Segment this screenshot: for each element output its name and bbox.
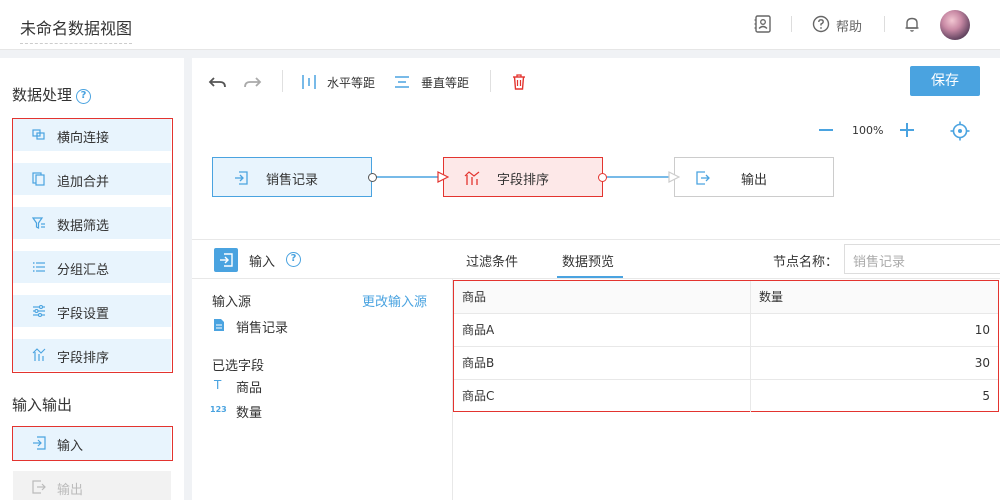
app-header: 未命名数据视图 帮助 <box>0 0 1000 50</box>
canvas-divider <box>192 239 1000 240</box>
input-icon <box>235 171 248 185</box>
sidebar-item-data-filter[interactable]: 数据筛选 <box>13 207 171 239</box>
source-name: 销售记录 <box>236 321 289 336</box>
contact-card-icon[interactable] <box>753 14 773 34</box>
change-source-link[interactable]: 更改输入源 <box>362 295 428 310</box>
flow-node-sales-records[interactable]: 销售记录 <box>212 157 372 197</box>
locate-icon[interactable] <box>950 121 970 141</box>
node-output-port[interactable] <box>368 173 377 182</box>
editor-main: 水平等距 垂直等距 保存 100% 销售记录 <box>192 58 1000 500</box>
flow-node-field-sort[interactable]: 字段排序 <box>443 157 603 197</box>
table-cell: 商品A <box>454 314 751 346</box>
panel-divider <box>192 278 1000 279</box>
sidebar-item-field-sort[interactable]: 字段排序 <box>13 339 171 371</box>
io-section-title: 输入输出 <box>12 396 73 414</box>
number-type-icon: 123 <box>210 405 227 414</box>
undo-icon[interactable] <box>208 72 228 92</box>
tab-data-preview[interactable]: 数据预览 <box>562 255 615 270</box>
join-icon <box>32 129 45 140</box>
sidebar-item-field-settings[interactable]: 字段设置 <box>13 295 171 327</box>
append-icon <box>32 172 45 186</box>
help-link[interactable]: 帮助 <box>836 20 863 35</box>
table-row: 商品A 10 <box>454 314 998 347</box>
panel-vertical-divider <box>452 278 453 500</box>
zoom-level: 100% <box>852 124 884 137</box>
sidebar-item-group-summary[interactable]: 分组汇总 <box>13 251 171 283</box>
node-input-arrow-icon <box>437 171 449 183</box>
input-icon <box>33 436 46 450</box>
sort-icon <box>464 171 480 185</box>
horizontal-spacing-icon[interactable] <box>301 72 317 92</box>
input-badge-icon <box>214 248 238 272</box>
node-output-port[interactable] <box>598 173 607 182</box>
preview-table: 商品 数量 商品A 10 商品B 30 商品C 5 <box>453 280 999 412</box>
question-icon[interactable]: ? <box>286 252 301 267</box>
node-name-input[interactable]: 销售记录 <box>844 244 1000 274</box>
text-type-icon: T <box>214 378 222 392</box>
field-name: 数量 <box>236 406 263 421</box>
toolbar-divider <box>490 70 491 92</box>
sort-icon <box>32 348 46 361</box>
help-icon[interactable] <box>811 14 831 34</box>
input-source-label: 输入源 <box>212 295 252 310</box>
output-icon <box>696 171 710 185</box>
zoom-in-icon[interactable] <box>899 122 915 138</box>
processing-section-title: 数据处理? <box>12 84 92 105</box>
file-icon <box>214 319 224 331</box>
toolbar-divider <box>282 70 283 92</box>
io-highlight <box>12 426 173 461</box>
view-title[interactable]: 未命名数据视图 <box>20 15 133 44</box>
table-cell: 商品B <box>454 347 751 379</box>
operator-sidebar: 数据处理? 横向连接 追加合并 数据筛选 分组汇总 字段设置 字段排序 输入输出… <box>0 58 184 500</box>
field-name: 商品 <box>236 381 263 396</box>
horizontal-spacing-button[interactable]: 水平等距 <box>327 76 376 90</box>
active-tab-indicator <box>557 276 623 278</box>
panel-title: 输入 <box>249 255 276 270</box>
filter-icon <box>32 217 45 229</box>
user-avatar[interactable] <box>940 10 970 40</box>
redo-icon[interactable] <box>242 72 262 92</box>
tab-filter-conditions[interactable]: 过滤条件 <box>466 255 519 270</box>
vertical-spacing-button[interactable]: 垂直等距 <box>421 76 470 90</box>
sidebar-item-append-merge[interactable]: 追加合并 <box>13 163 171 195</box>
sidebar-item-input[interactable]: 输入 <box>13 427 171 460</box>
column-header: 数量 <box>759 290 784 304</box>
table-cell: 商品C <box>454 380 751 412</box>
bell-icon[interactable] <box>902 14 922 34</box>
table-cell: 5 <box>982 389 990 403</box>
trash-icon[interactable] <box>511 72 527 92</box>
node-input-arrow-icon <box>668 171 680 183</box>
group-icon <box>33 262 45 272</box>
table-header-row: 商品 数量 <box>454 281 998 314</box>
header-divider <box>791 16 792 32</box>
table-row: 商品C 5 <box>454 380 998 413</box>
sidebar-item-horizontal-join[interactable]: 横向连接 <box>13 119 171 151</box>
table-cell: 10 <box>974 323 990 337</box>
table-cell: 30 <box>974 356 990 370</box>
settings-icon <box>33 304 45 318</box>
vertical-spacing-icon[interactable] <box>394 72 410 92</box>
question-icon[interactable]: ? <box>76 89 92 104</box>
selected-fields-label: 已选字段 <box>212 359 265 374</box>
column-header: 商品 <box>454 281 751 313</box>
save-button[interactable]: 保存 <box>910 66 980 96</box>
zoom-out-icon[interactable] <box>818 122 834 138</box>
sidebar-item-output[interactable]: 输出 <box>13 471 171 500</box>
flow-node-output[interactable]: 输出 <box>674 157 834 197</box>
table-row: 商品B 30 <box>454 347 998 380</box>
output-icon <box>32 480 46 494</box>
header-divider <box>884 16 885 32</box>
processing-highlight <box>12 118 173 373</box>
node-name-label: 节点名称： <box>773 255 839 270</box>
